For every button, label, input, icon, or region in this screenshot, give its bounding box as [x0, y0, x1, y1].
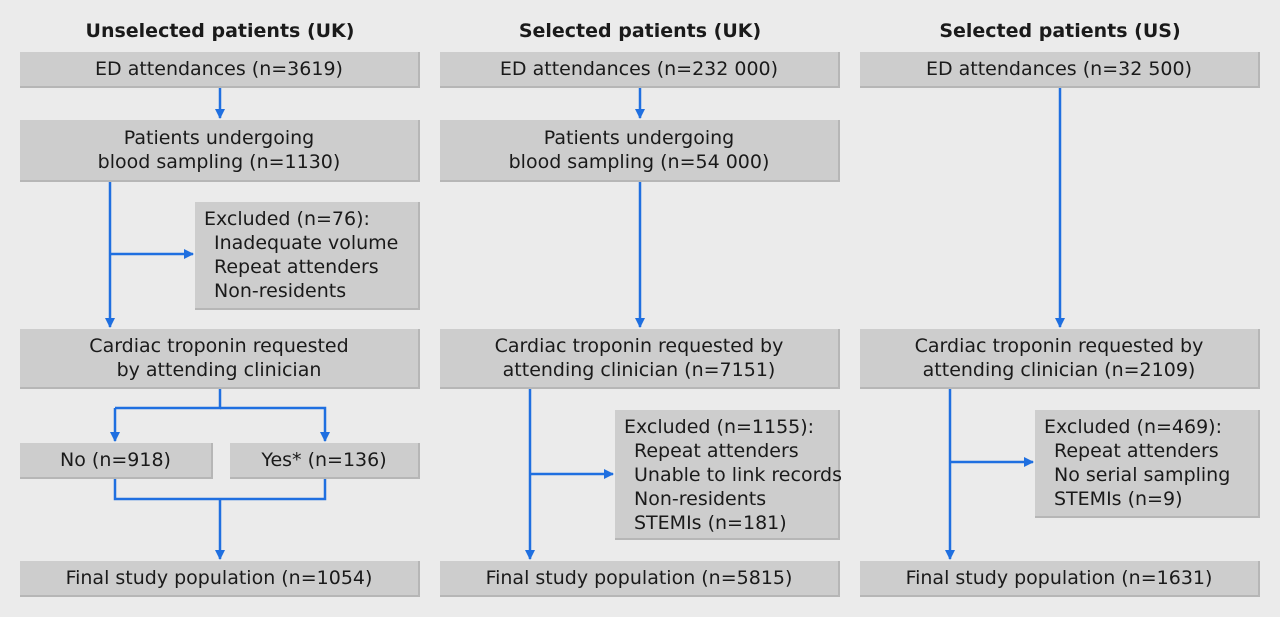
ed-attendances-box-col2: ED attendances (n=232 000) — [440, 52, 840, 88]
blood-sampling-box-col1: Patients undergoing blood sampling (n=11… — [20, 120, 420, 182]
excluded-box-col2: Excluded (n=1155): Repeat attenders Unab… — [615, 410, 843, 540]
ed-attendances-label: ED attendances (n=232 000) — [499, 58, 779, 80]
excluded-item: Non-residents — [214, 280, 347, 302]
final-population-box-col3: Final study population (n=1631) — [860, 561, 1260, 597]
yes-box: Yes* (n=136) — [230, 443, 420, 479]
ed-attendances-box-col3: ED attendances (n=32 500) — [860, 52, 1260, 88]
column-title-selected-us: Selected patients (US) — [939, 20, 1181, 42]
troponin-line1: Cardiac troponin requested by — [914, 335, 1204, 357]
ed-attendances-box-col1: ED attendances (n=3619) — [20, 52, 420, 88]
excluded-box-col3: Excluded (n=469): Repeat attenders No se… — [1035, 410, 1260, 518]
excluded-item: No serial sampling — [1054, 464, 1231, 486]
blood-sampling-line1: Patients undergoing — [543, 127, 735, 149]
excluded-box-col1: Excluded (n=76): Inadequate volume Repea… — [195, 202, 420, 310]
troponin-box-col3: Cardiac troponin requested by attending … — [860, 329, 1260, 389]
excluded-item: Repeat attenders — [1054, 440, 1219, 462]
blood-sampling-line1: Patients undergoing — [123, 127, 315, 149]
excluded-item: Repeat attenders — [214, 256, 379, 278]
excluded-item: STEMIs (n=9) — [1054, 488, 1183, 510]
troponin-line2: by attending clinician — [116, 359, 322, 381]
branch-connector-col1 — [115, 389, 222, 410]
troponin-line2: attending clinician (n=7151) — [502, 359, 776, 381]
excluded-heading: Excluded (n=469): — [1044, 416, 1222, 438]
final-population-box-col1: Final study population (n=1054) — [20, 561, 420, 597]
no-label: No (n=918) — [60, 449, 171, 471]
branch-to-yes — [220, 406, 330, 442]
column-title-unselected-uk: Unselected patients (UK) — [85, 20, 355, 42]
excluded-item: Inadequate volume — [214, 232, 399, 254]
column-title-selected-uk: Selected patients (UK) — [518, 20, 762, 42]
no-box: No (n=918) — [20, 443, 213, 479]
troponin-line1: Cardiac troponin requested by — [494, 335, 784, 357]
ed-attendances-label: ED attendances (n=3619) — [95, 58, 343, 80]
final-population-box-col2: Final study population (n=5815) — [440, 561, 840, 597]
final-population-label: Final study population (n=1054) — [65, 567, 373, 589]
ed-attendances-label: ED attendances (n=32 500) — [925, 58, 1193, 80]
blood-sampling-line2: blood sampling (n=54 000) — [508, 151, 770, 173]
excluded-heading: Excluded (n=1155): — [624, 416, 815, 438]
troponin-line2: attending clinician (n=2109) — [922, 359, 1196, 381]
excluded-item: Non-residents — [634, 488, 767, 510]
troponin-line1: Cardiac troponin requested — [89, 335, 349, 357]
troponin-box-col1: Cardiac troponin requested by attending … — [20, 329, 420, 389]
excluded-item: STEMIs (n=181) — [634, 512, 787, 534]
blood-sampling-line2: blood sampling (n=1130) — [97, 151, 341, 173]
troponin-box-col2: Cardiac troponin requested by attending … — [440, 329, 840, 389]
excluded-item: Repeat attenders — [634, 440, 799, 462]
final-population-label: Final study population (n=1631) — [905, 567, 1213, 589]
excluded-heading: Excluded (n=76): — [204, 208, 370, 230]
final-population-label: Final study population (n=5815) — [485, 567, 793, 589]
yes-label: Yes* (n=136) — [261, 449, 387, 471]
merge-connector-col1 — [113, 479, 327, 501]
excluded-item: Unable to link records — [634, 464, 843, 486]
blood-sampling-box-col2: Patients undergoing blood sampling (n=54… — [440, 120, 840, 182]
